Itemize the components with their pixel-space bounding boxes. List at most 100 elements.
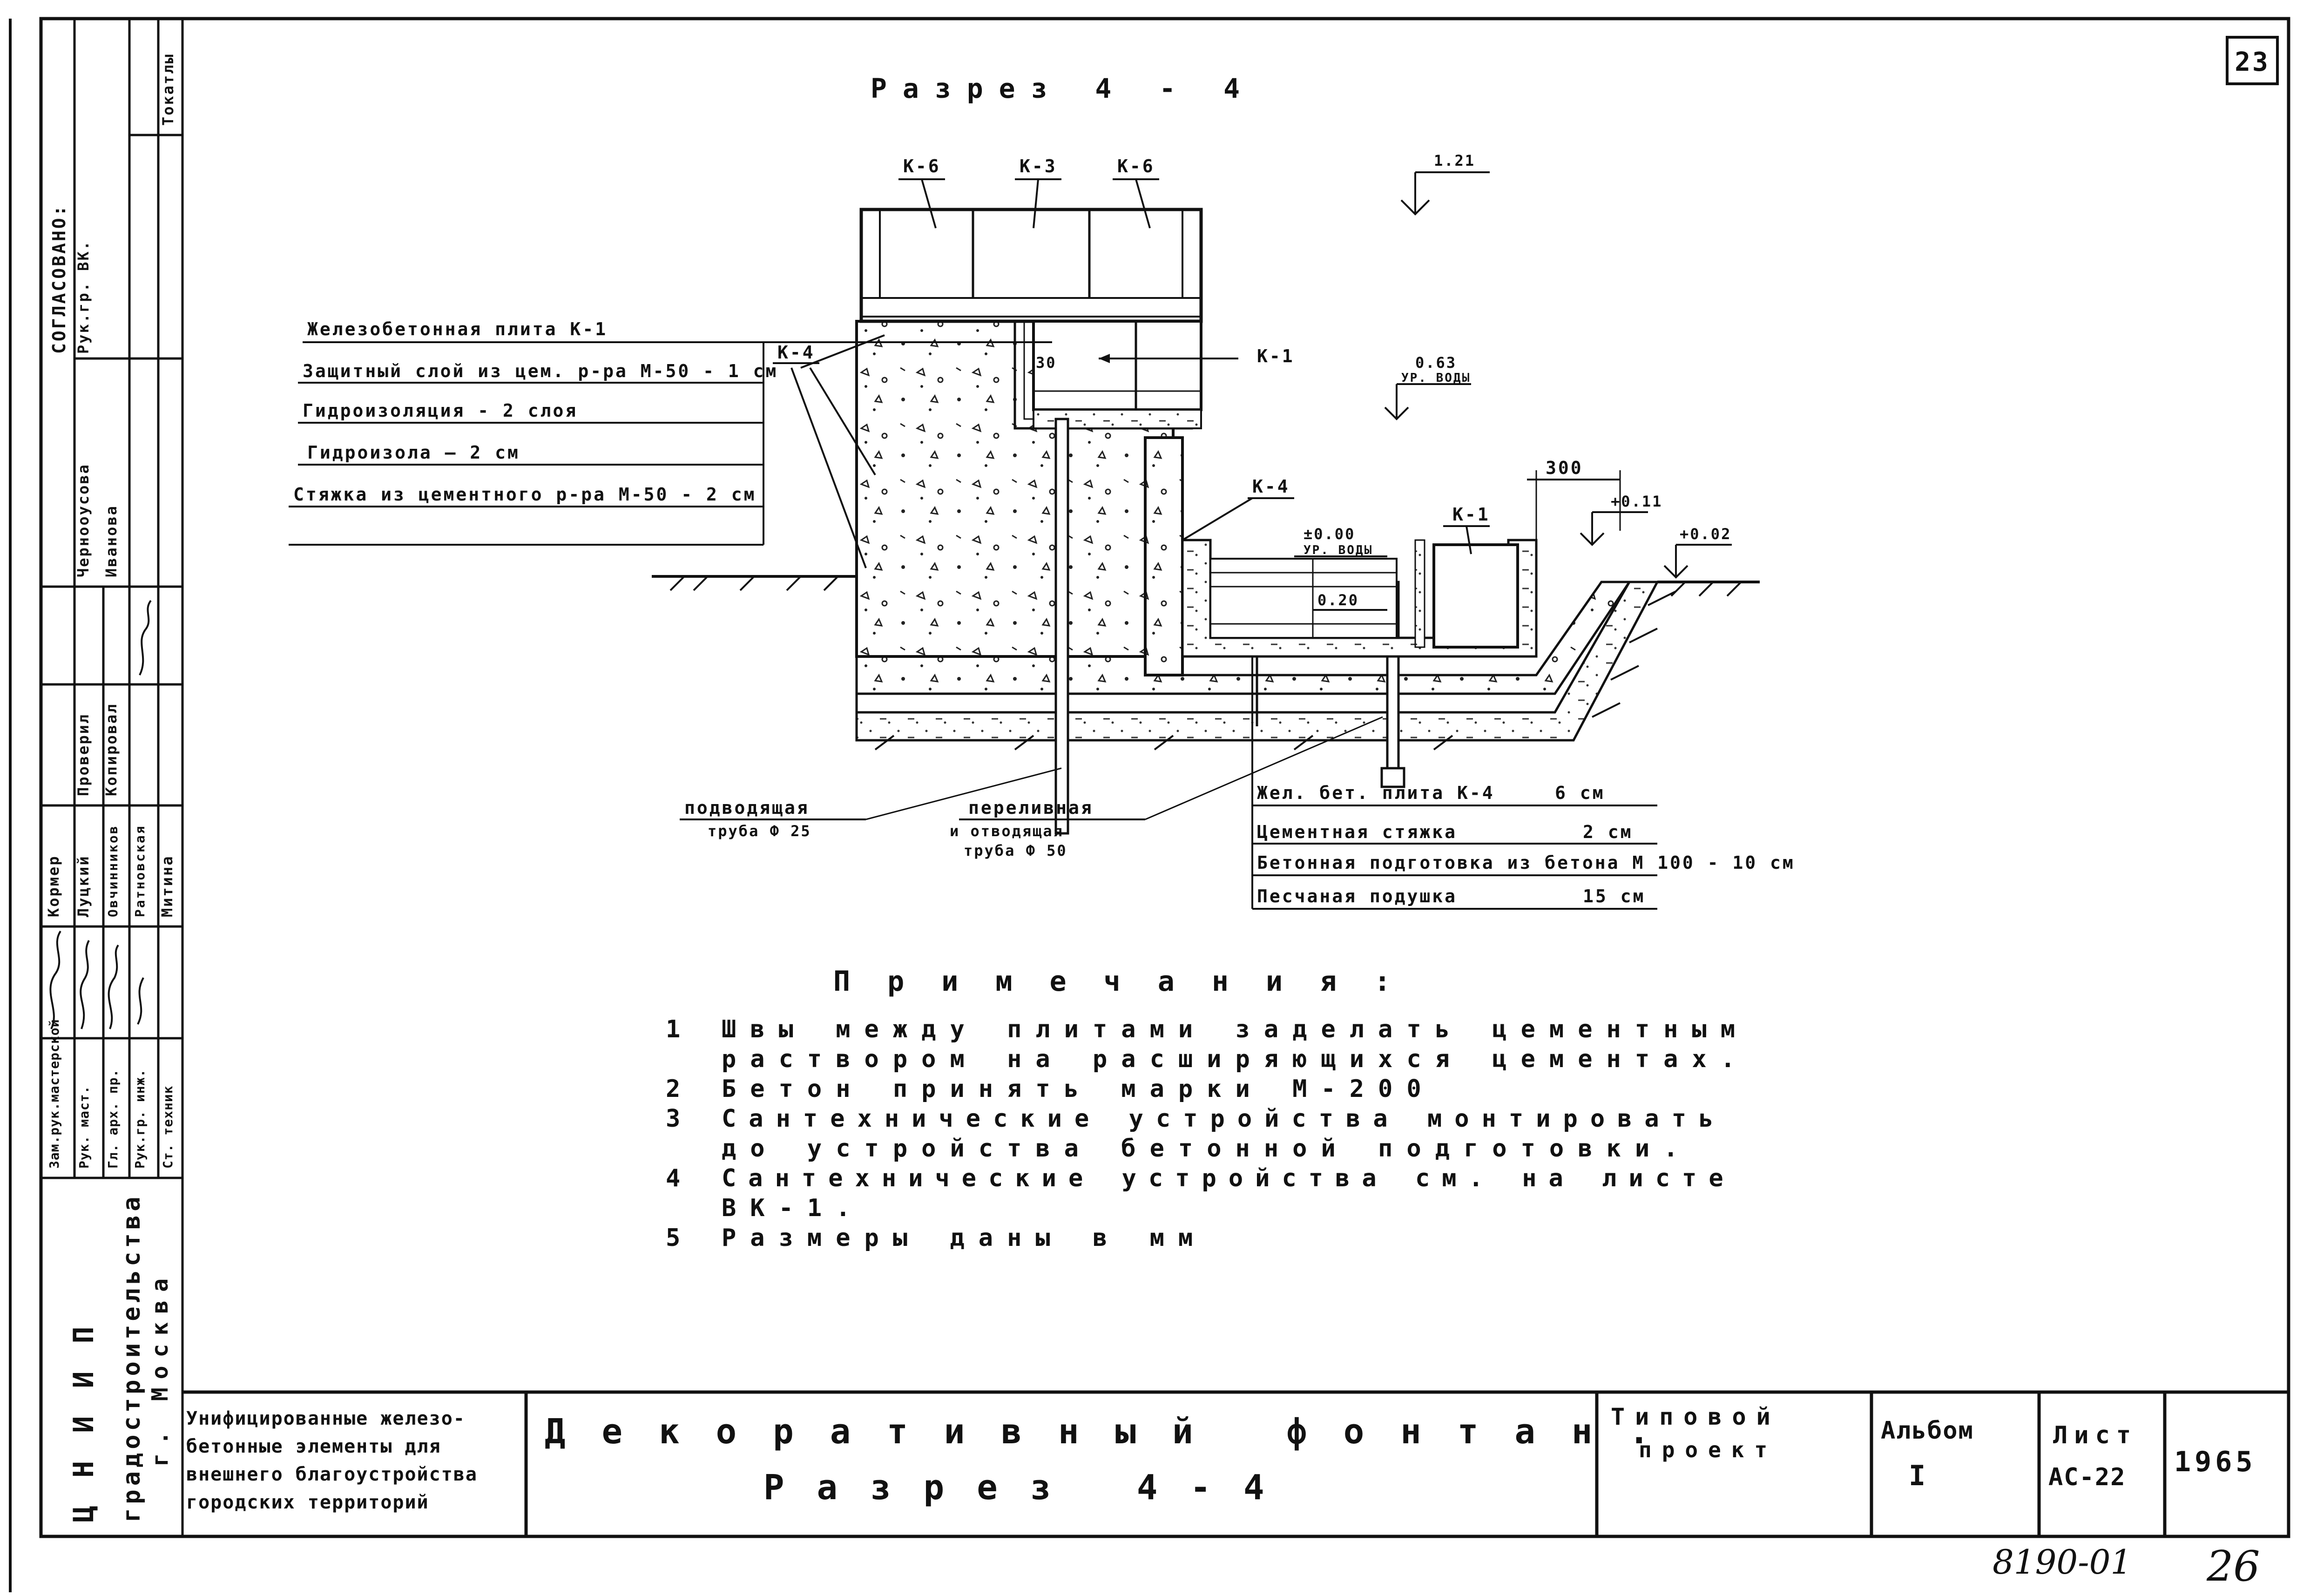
inlet-pipe	[1054, 418, 1069, 835]
svg-text:0.20: 0.20	[1317, 591, 1359, 609]
org-city-dept: градостроительства	[118, 1193, 146, 1522]
note-line: Сантехнические устройства см. на листе	[722, 1164, 1736, 1192]
notes-title: Примечания:	[833, 965, 1428, 998]
note-line: ВК-1.	[722, 1194, 865, 1222]
subject-line: внешнего благоустройства	[186, 1464, 478, 1485]
year: 1965	[2174, 1446, 2256, 1478]
title-block	[182, 1390, 2289, 1536]
subject-line: бетонные элементы для	[186, 1436, 441, 1457]
section-title: Разрез 4 - 4	[871, 73, 1256, 104]
panel-label: К-6	[903, 156, 941, 176]
k4-right-label: К-4	[1252, 476, 1290, 497]
album-label: Альбом	[1881, 1417, 1974, 1445]
pier-right-wall	[1144, 436, 1184, 676]
pipe-overflow-label-2: и отводящая	[950, 822, 1064, 840]
staff-name: Кормер	[45, 855, 62, 917]
staff-names: Кормер Луцкий Овчинников Ратновская Мити…	[45, 825, 176, 917]
sheet-label: Лист	[2053, 1421, 2137, 1449]
staff-title: Зам.рук.мастерской	[47, 1019, 62, 1169]
note-number: 1	[666, 1015, 694, 1043]
note-line: Бетон принять марки М-200	[722, 1075, 1435, 1103]
bottom-layer-name: Песчаная подушка	[1257, 886, 1457, 906]
level-002: +0.02	[1663, 525, 1732, 579]
bottom-layer-callouts: Жел. бет. плита К-4 6 см Цементная стяжк…	[1251, 656, 1793, 910]
staff-name: Овчинников	[105, 825, 121, 917]
slab-k1-right-label: К-1	[1452, 504, 1490, 525]
subject-line: Унифицированные железо-	[186, 1408, 466, 1429]
strip-col-b-1: Чернооусова	[74, 463, 92, 577]
level-water-upper: 0.63 УР. ВОДЫ	[1384, 354, 1471, 420]
staff-name: Луцкий	[74, 855, 92, 917]
sheet-value: АС-22	[2048, 1463, 2126, 1491]
layer-label: Защитный слой из цем. р-ра М-50 - 1 см	[303, 361, 778, 381]
copied-label: Копировал	[102, 703, 120, 796]
sheet-number-box	[2226, 36, 2279, 85]
org-city: г. Москва	[147, 1270, 173, 1467]
drawing-subtitle: Разрез 4-4	[763, 1468, 1297, 1508]
drawing-title: Декоративный фонтан.	[545, 1412, 1686, 1452]
panel-label: К-6	[1117, 156, 1155, 176]
bottom-layer-name: Жел. бет. плита К-4	[1257, 783, 1495, 803]
slab-k1	[1032, 320, 1202, 411]
strip-col-a-1: Рук.гр. ВК.	[74, 240, 92, 354]
org-name: ЦНИИП	[68, 1298, 100, 1522]
svg-text:±0.00: ±0.00	[1304, 525, 1355, 543]
staff-title: Гл. арх. пр.	[105, 1069, 121, 1169]
pipe-overflow-label: переливная	[968, 798, 1094, 818]
svg-text:0.63: 0.63	[1415, 354, 1457, 372]
pipe-overflow-size: труба Ф 50	[964, 842, 1067, 859]
bottom-layer-value: 2 см	[1583, 822, 1633, 842]
staff-name: Митина	[158, 855, 176, 917]
sheet-number: 23	[2235, 47, 2269, 77]
strip-col-b-2: Иванова	[102, 505, 120, 577]
note-number: 2	[666, 1075, 694, 1103]
staff-title: Рук.гр. инж.	[132, 1069, 148, 1169]
checked-label: Проверил	[74, 713, 92, 796]
bottom-layer-value: 6 см	[1555, 783, 1605, 803]
note-line: до устройства бетонной подготовки.	[722, 1135, 1692, 1163]
dim-30: 30	[1036, 354, 1057, 372]
section-drawing: К-6 К-3 К-6 30 К-1	[289, 152, 1793, 910]
left-layer-callouts: Железобетонная плита К-1 Защитный слой и…	[289, 319, 1052, 546]
album-value: I	[1909, 1460, 1926, 1492]
note-number: 4	[666, 1164, 694, 1192]
svg-text:УР. ВОДЫ: УР. ВОДЫ	[1401, 371, 1471, 385]
signatures	[49, 600, 152, 1029]
k4-left-label: К-4	[777, 342, 815, 363]
layer-label: Гидроизола — 2 см	[307, 442, 520, 463]
staff-name: Ратновская	[132, 825, 148, 917]
level-top: 1.21	[1400, 152, 1490, 216]
staff-title: Рук. маст.	[76, 1085, 92, 1169]
footer-page: 26	[2206, 1542, 2260, 1591]
svg-text:+0.02: +0.02	[1680, 525, 1731, 543]
note-line: Сантехнические устройства монтировать	[722, 1105, 1726, 1133]
svg-text:УР. ВОДЫ: УР. ВОДЫ	[1304, 543, 1373, 557]
level-020: 0.20	[1313, 591, 1387, 611]
strip-col-a-2: Токатлы	[159, 53, 177, 126]
pipe-inlet-label: подводящая	[684, 798, 810, 818]
layer-label: Железобетонная плита К-1	[307, 319, 608, 339]
staff-titles: Зам.рук.мастерской Рук. маст. Гл. арх. п…	[47, 1019, 176, 1169]
note-number: 3	[666, 1105, 694, 1133]
sand-cushion	[855, 581, 1660, 742]
svg-text:+0.11: +0.11	[1611, 493, 1662, 510]
left-stamp-strip	[41, 19, 184, 1536]
layer-label: Гидроизоляция - 2 слоя	[303, 400, 578, 421]
dim-300: 300	[1546, 458, 1583, 478]
panel-label: К-3	[1020, 156, 1057, 176]
note-line: Швы между плитами заделать цементным	[722, 1015, 1749, 1043]
level-zero: ±0.00 УР. ВОДЫ	[1294, 525, 1387, 557]
svg-text:1.21: 1.21	[1434, 152, 1475, 169]
note-number: 5	[666, 1224, 694, 1252]
top-panel-frame	[859, 208, 1203, 323]
notes: Примечания: 1 Швы между плитами заделать…	[666, 965, 1749, 1252]
note-line: Размеры даны в мм	[722, 1224, 1207, 1252]
level-011: +0.11	[1580, 493, 1662, 546]
layer-label: Стяжка из цементного р-ра М-50 - 2 см	[293, 484, 756, 505]
slab-k1-label: К-1	[1257, 346, 1295, 366]
note-line: раствором на расширяющихся цементах.	[722, 1045, 1749, 1073]
slab-k1-right	[1432, 543, 1519, 649]
pipe-inlet-size: труба Ф 25	[708, 822, 811, 840]
type-label: Типовой	[1611, 1403, 1781, 1430]
